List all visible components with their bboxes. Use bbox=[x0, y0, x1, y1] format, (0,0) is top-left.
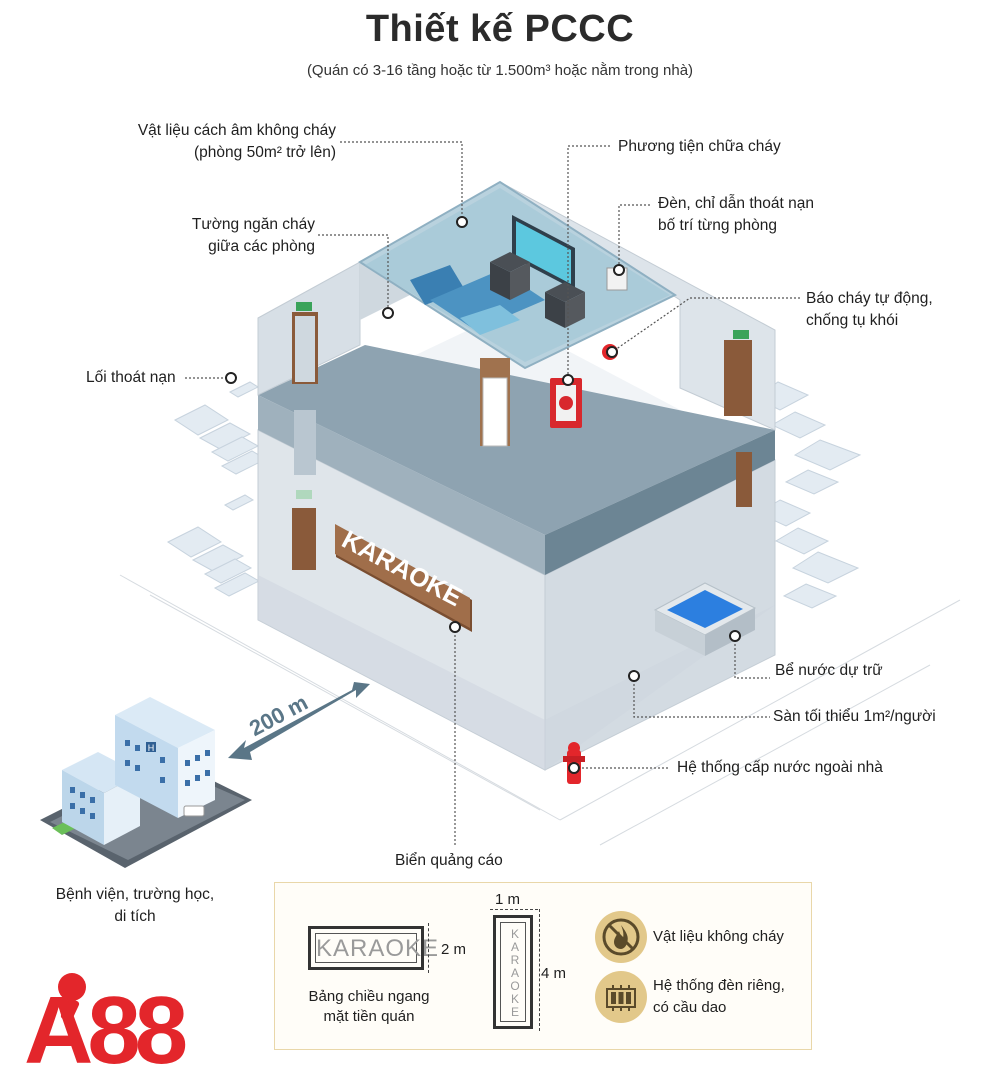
callout-leaders bbox=[185, 141, 800, 846]
callout-water-tank: Bể nước dự trữ bbox=[775, 662, 883, 679]
dimension-1m: 1 m bbox=[495, 891, 521, 908]
dimension-line-2m bbox=[428, 923, 431, 973]
callout-fire-alarm: Báo cháy tự động, chống tụ khói bbox=[806, 290, 933, 329]
callout-floor-area: Sàn tối thiểu 1m²/người bbox=[773, 708, 936, 725]
svg-text:A88: A88 bbox=[24, 977, 186, 1070]
page-title: Thiết kế PCCC bbox=[365, 8, 635, 50]
circuit-breaker-icon bbox=[595, 971, 647, 1023]
water-tank bbox=[653, 582, 757, 656]
legend-separate-lighting: Hệ thống đèn riêng, có cầu dao bbox=[653, 977, 785, 1016]
distance-arrow: 200 m bbox=[228, 682, 370, 760]
signboard-legend: KARAOKE 2 m Bảng chiều ngang mặt tiền qu… bbox=[274, 882, 812, 1050]
karaoke-room-furniture bbox=[410, 215, 628, 335]
doors bbox=[292, 302, 752, 570]
callout-signboard: Biển quảng cáo bbox=[395, 852, 503, 869]
dimension-4m: 4 m bbox=[541, 965, 567, 982]
middle-slab bbox=[258, 345, 775, 575]
page-subtitle: (Quán có 3-16 tầng hoặc từ 1.500m³ hoặc … bbox=[306, 62, 694, 79]
horizontal-sign-sample: KARAOKE bbox=[308, 926, 438, 970]
legend-noncombustible: Vật liệu không cháy bbox=[653, 928, 784, 945]
callout-facilities: Bệnh viện, trường học, di tích bbox=[55, 886, 215, 925]
stairs-left bbox=[166, 381, 268, 597]
callout-dots bbox=[225, 216, 741, 774]
callout-soundproof: Vật liệu cách âm không cháy (phòng 50m² … bbox=[137, 122, 336, 161]
vertical-sign-sample: KARAOKE bbox=[493, 915, 533, 1029]
exit-sign-icon bbox=[296, 302, 312, 311]
callout-exit: Lối thoát nạn bbox=[86, 369, 176, 386]
callout-exit-lights: Đèn, chỉ dẫn thoát nạn bố trí từng phòng bbox=[658, 195, 814, 234]
callout-firewall: Tường ngăn cháy giữa các phòng bbox=[191, 216, 315, 255]
dimension-2m: 2 m bbox=[441, 941, 467, 958]
hospital-complex: H bbox=[40, 697, 252, 868]
a88-logo: A88 bbox=[20, 965, 220, 1081]
callout-hydrant: Hệ thống cấp nước ngoài nhà bbox=[677, 759, 883, 776]
svg-text:H: H bbox=[148, 743, 155, 753]
callout-extinguisher: Phương tiện chữa cháy bbox=[618, 138, 781, 155]
horizontal-sign-caption: Bảng chiều ngang mặt tiền quán bbox=[308, 988, 430, 1025]
no-fire-icon bbox=[595, 911, 647, 963]
